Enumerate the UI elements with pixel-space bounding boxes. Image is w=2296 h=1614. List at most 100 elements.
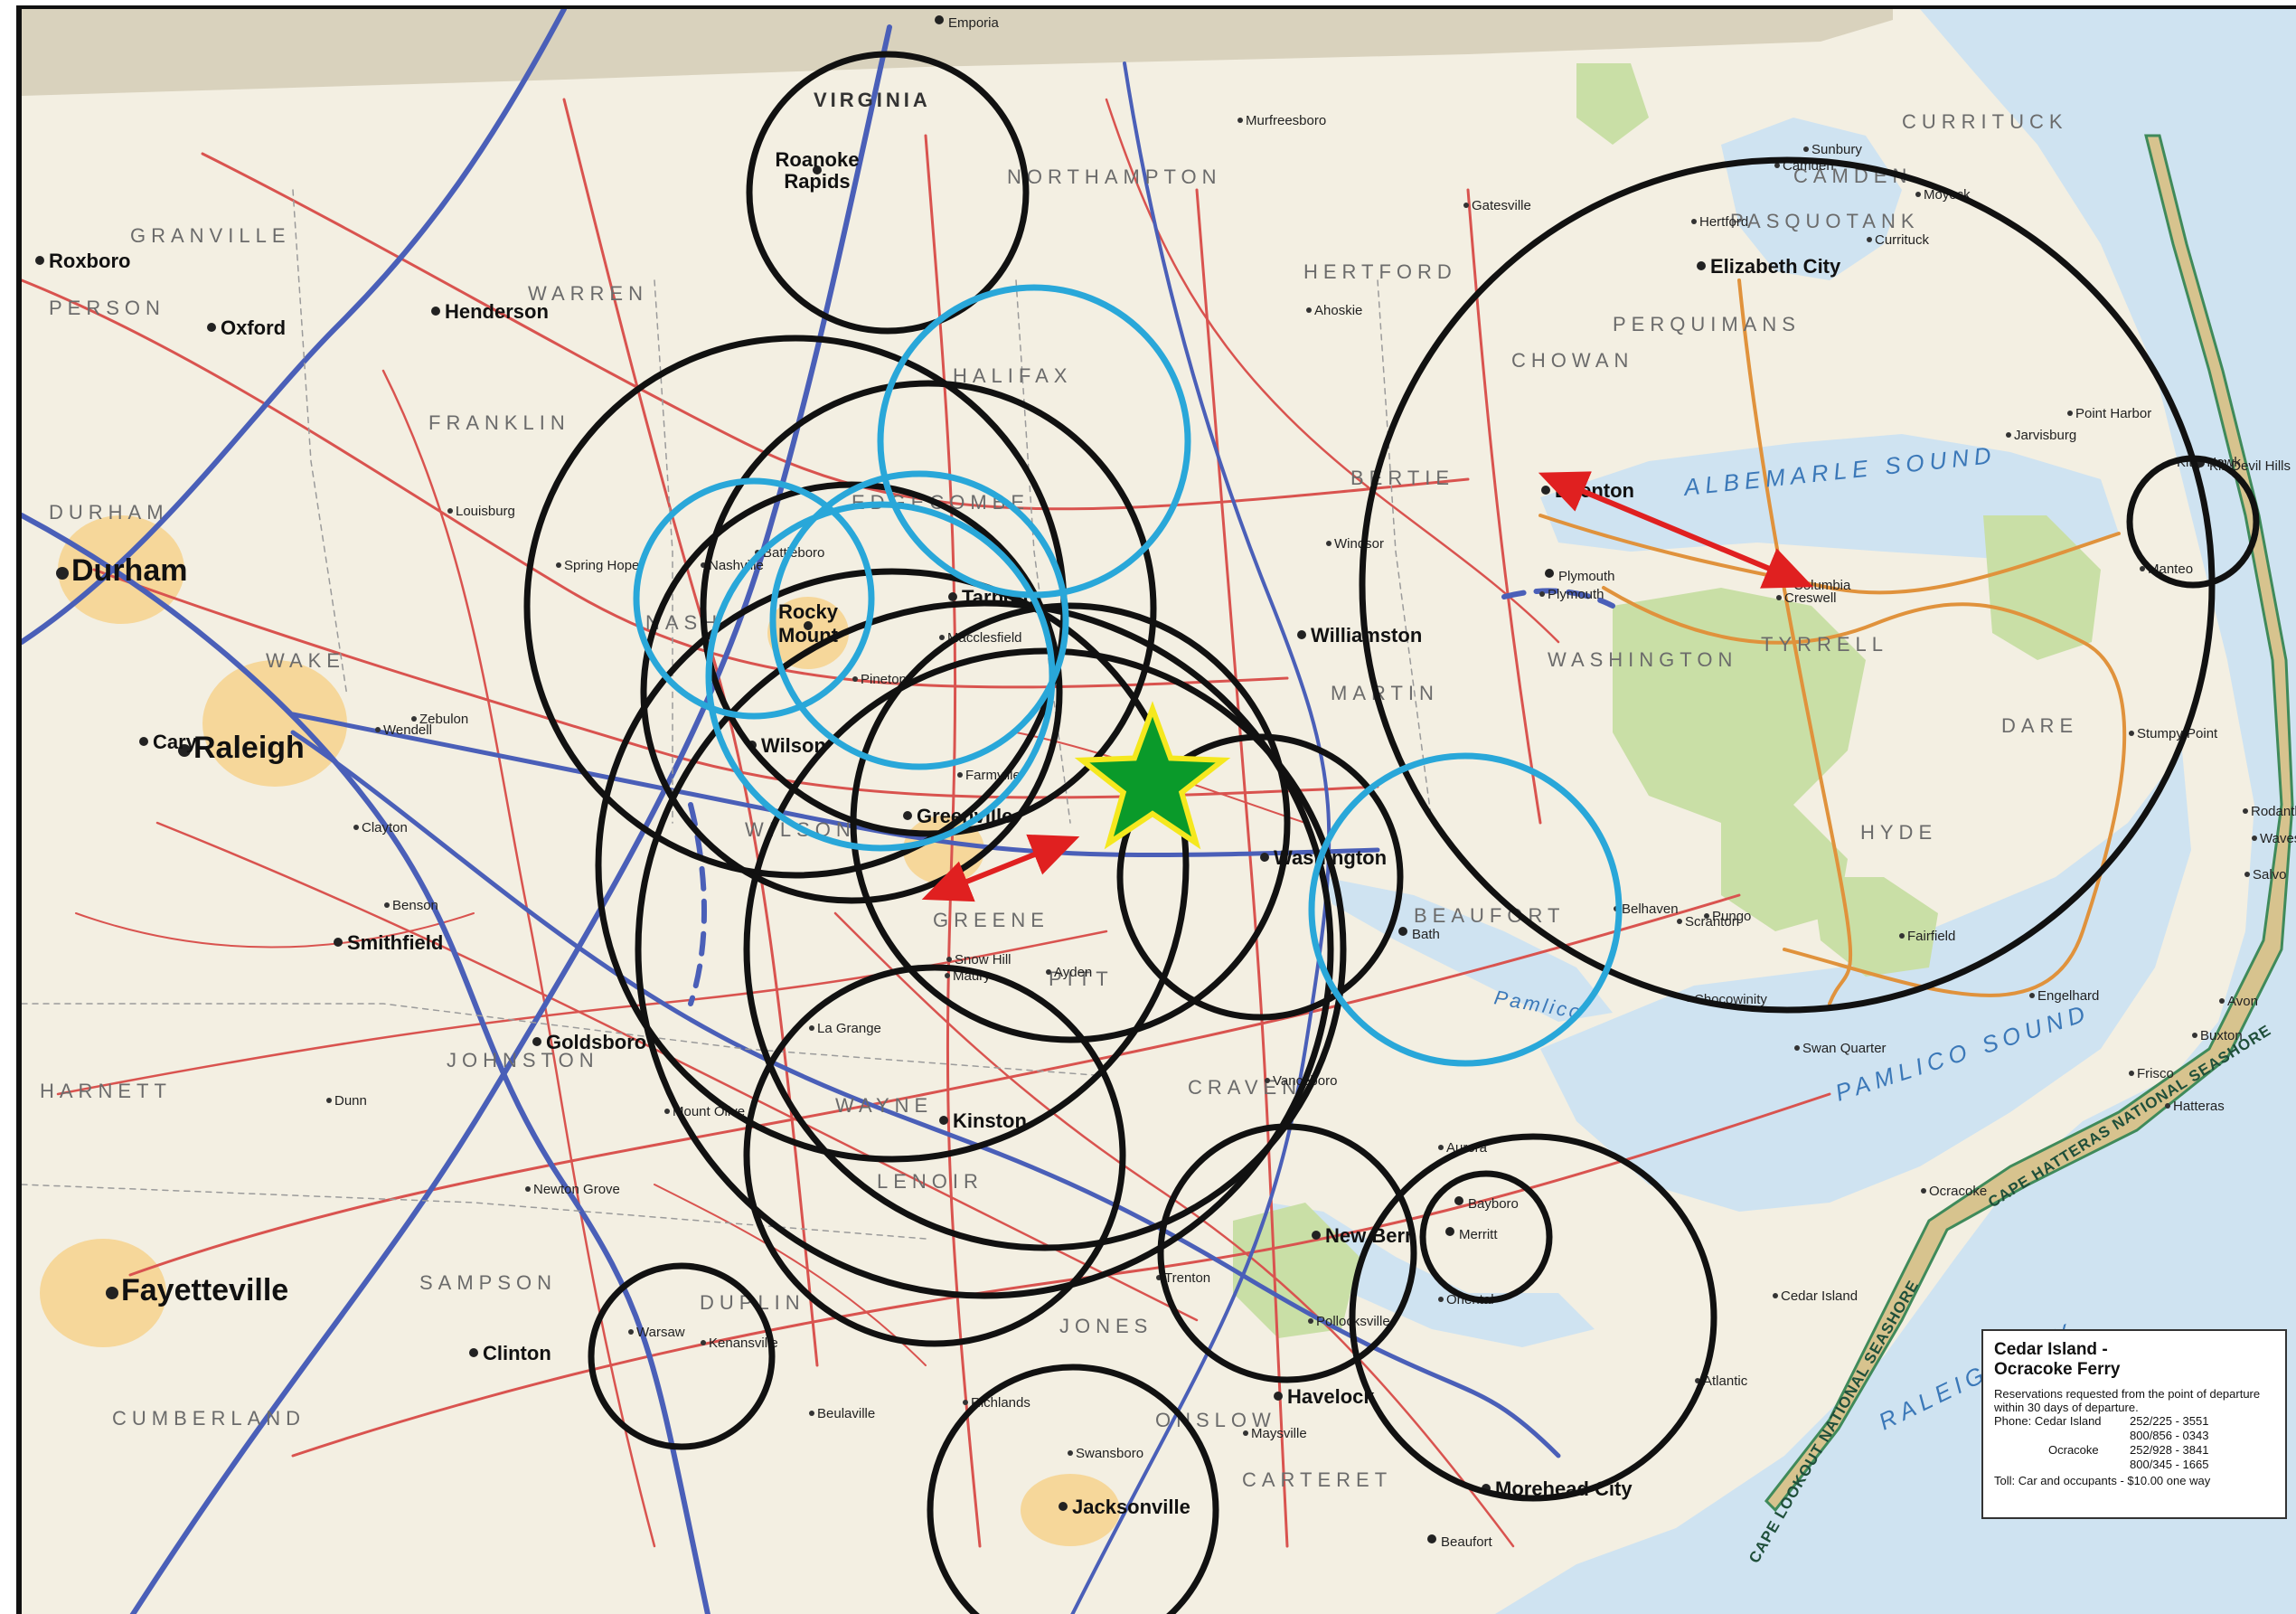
county-label-pitt: PITT [1049, 967, 1114, 990]
ferry-phone-key: Ocracoke [2048, 1443, 2099, 1457]
town-dot [1921, 1188, 1926, 1194]
town-dot [945, 973, 950, 978]
town-dot [1068, 1450, 1073, 1456]
town-dot [957, 772, 963, 778]
town-dot [701, 1340, 706, 1345]
county-label-harnett: HARNETT [40, 1080, 172, 1102]
county-label-craven: CRAVEN [1188, 1076, 1302, 1099]
town-label: Rodanthe [2251, 804, 2296, 819]
town-dot [447, 508, 453, 514]
interstate-85 [22, 9, 567, 645]
dare-mainland-park [1983, 515, 2101, 660]
town-dot [2129, 731, 2134, 736]
town-label: Ahoskie [1314, 303, 1362, 318]
black-range-ring [1419, 1170, 1553, 1304]
town-dot [1438, 1297, 1444, 1302]
raleigh-urban [202, 660, 347, 787]
town-dot [1438, 1145, 1444, 1150]
town-dot [963, 1400, 968, 1405]
city-label-bayboro: Bayboro [1468, 1196, 1519, 1212]
city-dot [1445, 1227, 1454, 1236]
town-label: Buxton [2200, 1028, 2243, 1043]
city-dot [35, 256, 44, 265]
jacksonville-urban [1021, 1474, 1120, 1546]
green-star-marker [1074, 701, 1231, 850]
town-dot [2252, 835, 2257, 841]
blue-range-ring [769, 470, 1069, 770]
fayetteville-urban [40, 1239, 166, 1347]
city-label-cary: Cary [153, 731, 198, 753]
town-label: Louisburg [456, 504, 515, 519]
town-label: Creswell [1784, 590, 1837, 606]
proposed-route [688, 802, 707, 1006]
town-dot [1243, 1430, 1248, 1436]
black-range-ring [1116, 733, 1404, 1021]
town-dot [1704, 913, 1709, 919]
town-label: Gatesville [1472, 198, 1531, 213]
county-label-wayne: WAYNE [835, 1094, 933, 1117]
town-label: Frisco [2137, 1066, 2174, 1081]
town-label: Plymouth [1548, 587, 1604, 602]
merchants-millpond [1576, 63, 1649, 145]
rocky-mount-urban [767, 597, 849, 669]
town-label: Pungo [1712, 909, 1751, 924]
county-label-greene: GREENE [933, 909, 1049, 931]
town-label: Ocracoke [1929, 1184, 1987, 1199]
town-label: Ayden [1054, 965, 1092, 980]
ferry-phone-row: 800/856 - 0343 [1994, 1429, 2274, 1443]
black-range-ring [1349, 1133, 1717, 1502]
town-dot [628, 1329, 634, 1335]
interstate-40 [22, 513, 711, 1614]
county-label-northampton: NORTHAMPTON [1007, 165, 1222, 188]
black-range-ring [2126, 455, 2260, 589]
red-distance-arrow [1538, 471, 1814, 589]
ferry-toll: Toll: Car and occupants - $10.00 one way [1994, 1474, 2211, 1487]
overlay-rings [523, 51, 2260, 1614]
city-label-henderson: Henderson [445, 300, 549, 323]
city-label-fayetteville: Fayetteville [121, 1273, 288, 1307]
black-range-ring [743, 964, 1126, 1347]
state-label-virginia: VIRGINIA [814, 89, 931, 111]
city-dot [948, 592, 957, 601]
town-dot [2243, 808, 2248, 814]
city-label-goldsboro: Goldsboro [546, 1031, 646, 1053]
county-label-dare: DARE [2001, 714, 2078, 737]
city-dot [935, 15, 944, 24]
town-label: Avon [2227, 994, 2258, 1009]
town-dot [556, 562, 561, 568]
town-dot [2165, 1103, 2170, 1109]
town-dot [2129, 1071, 2134, 1076]
town-dot [1237, 118, 1243, 123]
city-dot [1427, 1534, 1436, 1543]
town-dot [525, 1186, 531, 1192]
ferry-phone-value: 800/856 - 0343 [2130, 1429, 2209, 1442]
city-dot [804, 621, 813, 630]
town-label: Windsor [1334, 536, 1384, 552]
city-dot [903, 811, 912, 820]
city-dot [813, 165, 822, 175]
virginia-band [22, 9, 1893, 96]
town-dot [2192, 1033, 2197, 1038]
city-dot [939, 1116, 948, 1125]
city-label-bath: Bath [1412, 927, 1440, 942]
ferry-phone-row: 800/345 - 1665 [1994, 1458, 2274, 1472]
city-dot [1260, 853, 1269, 862]
town-dot [1677, 919, 1682, 924]
pamlico-sound [1540, 750, 2191, 1212]
county-label-franklin: FRANKLIN [428, 411, 570, 434]
town-dot [1915, 192, 1921, 197]
town-label: Atlantic [1703, 1373, 1748, 1389]
county-label-halifax: HALIFAX [953, 364, 1072, 387]
blue-range-ring [1308, 752, 1623, 1067]
town-label: Murfreesboro [1246, 113, 1326, 128]
town-label: Scranton [1685, 914, 1739, 930]
city-dot [469, 1348, 478, 1357]
town-dot [353, 825, 359, 830]
county-label-warren: WARREN [528, 282, 648, 305]
city-label-beaufort: Beaufort [1441, 1534, 1493, 1550]
city-label-havelock: Havelock [1287, 1385, 1375, 1408]
town-label: Newton Grove [533, 1182, 620, 1197]
town-dot [2067, 411, 2073, 416]
city-dot [178, 744, 191, 757]
city-dot [1297, 630, 1306, 639]
